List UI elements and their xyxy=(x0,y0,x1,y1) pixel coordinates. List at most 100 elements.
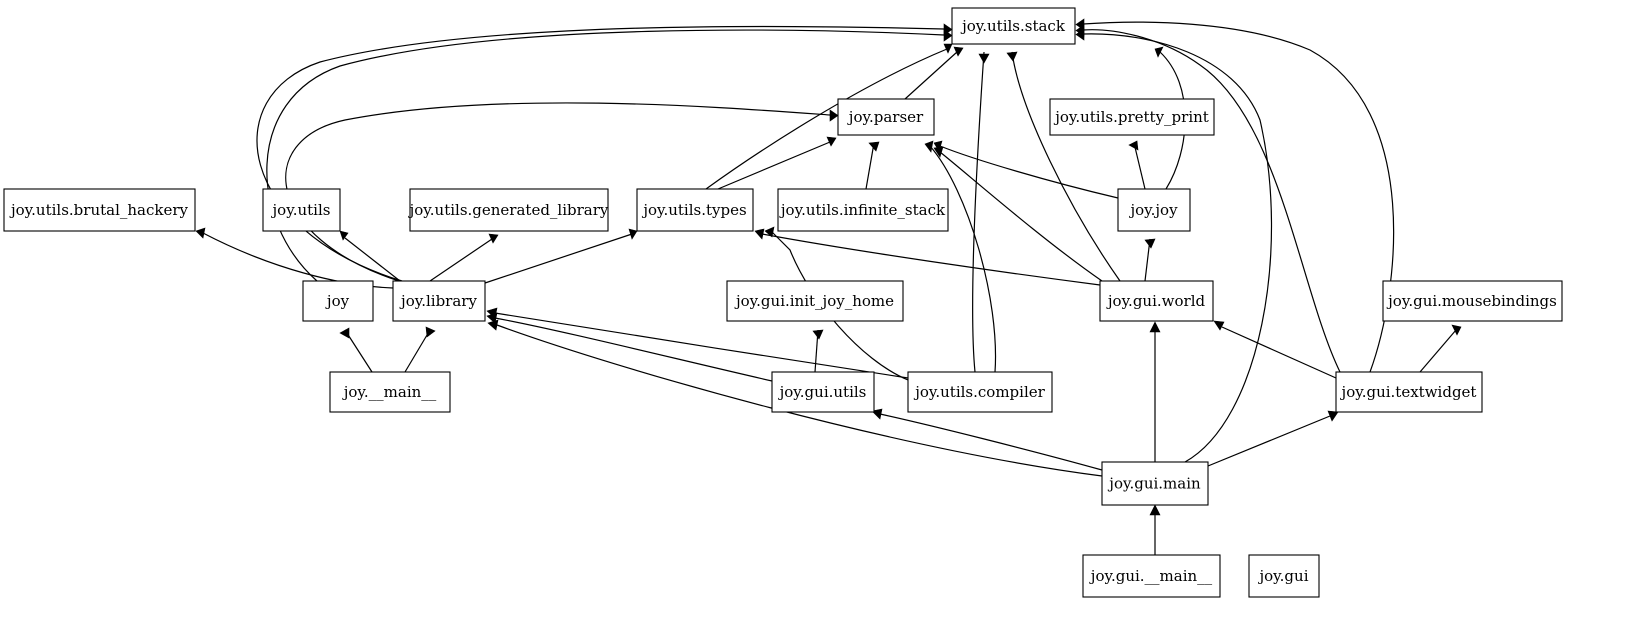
arrowhead-joy.library-to-joy.generated_library xyxy=(488,233,499,244)
arrowhead-joy.joy-to-joy.utils.stack xyxy=(1154,46,1164,58)
arrowhead-joy.gui.utils-to-joy.gui.init_joy_home xyxy=(812,329,824,340)
node-box[interactable] xyxy=(1117,188,1191,232)
edge-joy.__main__-to-joy xyxy=(344,329,373,373)
graph-node-joy.utils.pretty_print[interactable]: joy.utils.pretty_print xyxy=(1049,98,1215,136)
arrowhead-joy.utils.types-to-joy.parser xyxy=(826,136,837,147)
node-box[interactable] xyxy=(907,371,1053,413)
node-label: joy.gui.textwidget xyxy=(1340,383,1477,401)
node-box[interactable] xyxy=(951,7,1076,45)
node-box[interactable] xyxy=(392,280,486,322)
arrowhead-joy.parser-to-joy.utils.stack xyxy=(953,46,964,57)
graph-node-joy.gui.utils[interactable]: joy.gui.utils xyxy=(771,371,875,413)
node-box[interactable] xyxy=(1335,371,1483,413)
arrowhead-joy.gui.textwidget-to-joy.mousebindings xyxy=(1451,324,1462,336)
edge-joy.gui.main-to-joy.gui.textwidget xyxy=(1207,415,1331,467)
arrowhead-joy.utils.compiler-to-joy.utils.types xyxy=(764,226,775,238)
arrowhead-joy.gui.world-to-joy.utils.types xyxy=(754,228,765,240)
node-box[interactable] xyxy=(409,188,609,232)
graph-node-joy.utils.types[interactable]: joy.utils.types xyxy=(636,188,754,232)
node-label: joy.utils.infinite_stack xyxy=(779,201,946,219)
arrowhead-joy.library-to-joy.utils.types xyxy=(628,228,638,240)
graph-node-joy.utils.infinite_stack[interactable]: joy.utils.infinite_stack xyxy=(777,188,949,232)
node-box[interactable] xyxy=(1248,554,1320,598)
node-label: joy.gui.world xyxy=(1106,292,1206,310)
arrowhead-joy.library-to-joy.brutal_hackery xyxy=(195,227,206,239)
edge-joy.utils.compiler-to-joy.utils.stack xyxy=(972,51,985,373)
node-box[interactable] xyxy=(329,371,451,413)
arrowhead-joy.library-to-joy.parser xyxy=(829,109,839,122)
arrowhead-joy.gui.utils-to-joy.library xyxy=(486,312,498,324)
edge-joy.joy-to-joy.utils.pretty_print xyxy=(1133,142,1146,190)
edge-joy.library-to-joy.utils.generated_library xyxy=(429,238,493,282)
graph-node-joy.joy[interactable]: joy.joy xyxy=(1117,188,1191,232)
node-label: joy.gui.main xyxy=(1107,475,1201,493)
node-label: joy.__main__ xyxy=(342,383,437,401)
node-label: joy.gui.utils xyxy=(778,383,867,401)
node-box[interactable] xyxy=(1382,280,1563,322)
arrowhead-joy.utils.infinite_stack-to-joy.parser xyxy=(868,141,880,152)
arrowhead-joy.joy-to-joy.utils.pretty_print xyxy=(1128,140,1139,151)
node-label: joy.joy xyxy=(1128,201,1178,219)
node-label: joy.gui.__main__ xyxy=(1089,567,1213,585)
edge-joy.parser-to-joy.utils.stack xyxy=(904,51,958,100)
graph-node-joy.gui.mousebindings[interactable]: joy.gui.mousebindings xyxy=(1382,280,1563,322)
node-box[interactable] xyxy=(771,371,875,413)
edge-joy.gui.main-to-joy.gui.utils xyxy=(879,413,1103,471)
arrowhead-joy.gui.main-to-joy.utils.stack xyxy=(1075,28,1085,41)
edge-joy.__main__-to-joy.library xyxy=(404,329,431,373)
graph-node-joy.gui.world[interactable]: joy.gui.world xyxy=(1099,280,1214,322)
graph-node-joy.utils.generated_library[interactable]: joy.utils.generated_library xyxy=(408,188,609,232)
graph-node-joy.library[interactable]: joy.library xyxy=(392,280,486,322)
node-box[interactable] xyxy=(636,188,754,232)
edge-joy.joy-to-joy.parser xyxy=(939,145,1119,199)
graph-node-joy.gui.textwidget[interactable]: joy.gui.textwidget xyxy=(1335,371,1483,413)
node-box[interactable] xyxy=(3,188,196,232)
arrowhead-joy.gui.main-to-joy.gui.textwidget xyxy=(1327,410,1339,422)
arrowhead-joy.joy-to-joy.parser xyxy=(933,140,943,152)
graph-node-joy.__main__[interactable]: joy.__main__ xyxy=(329,371,451,413)
graph-node-joy.utils[interactable]: joy.utils xyxy=(262,188,341,232)
node-label: joy.utils xyxy=(271,201,331,219)
node-layer: joy.utils.stack joy.parser joy.utils.prett… xyxy=(3,7,1563,598)
edge-joy.gui.utils-to-joy.library xyxy=(494,317,773,382)
node-box[interactable] xyxy=(726,280,904,322)
arrowhead-joy.gui.textwidget-to-joy.gui.world xyxy=(1213,320,1225,331)
graph-node-joy[interactable]: joy xyxy=(302,280,374,322)
edge-joy.gui.textwidget-to-joy.parser xyxy=(1082,29,1341,373)
edge-joy.utils.compiler-to-joy.library xyxy=(494,312,909,379)
node-box[interactable] xyxy=(777,188,949,232)
node-label: joy.parser xyxy=(847,108,924,126)
graph-node-joy.utils.brutal_hackery[interactable]: joy.utils.brutal_hackery xyxy=(3,188,196,232)
edge-joy.gui.textwidget-to-joy.gui.world xyxy=(1221,326,1337,379)
arrowhead-joy.gui.main-to-joy.library xyxy=(487,319,499,331)
edge-joy.library-to-joy.utils.stack xyxy=(256,25,945,282)
edge-joy.library-to-joy.utils.types xyxy=(484,233,633,284)
graph-node-joy.gui.main[interactable]: joy.gui.main xyxy=(1101,461,1209,506)
graph-node-joy.gui.init_joy_home[interactable]: joy.gui.init_joy_home xyxy=(726,280,904,322)
graph-node-joy.gui.__main__[interactable]: joy.gui.__main__ xyxy=(1082,554,1221,598)
node-box[interactable] xyxy=(1101,461,1209,506)
node-label: joy.library xyxy=(399,292,477,310)
edge-joy.utils.types-to-joy.utils.stack xyxy=(705,48,948,190)
graph-node-joy.parser[interactable]: joy.parser xyxy=(837,98,935,136)
graph-node-joy.gui[interactable]: joy.gui xyxy=(1248,554,1320,598)
edge-joy.utils.types-to-joy.parser xyxy=(717,141,831,190)
node-box[interactable] xyxy=(262,188,341,232)
arrowhead-joy.__main__-to-joy.library xyxy=(425,326,436,338)
node-label: joy.utils.brutal_hackery xyxy=(9,201,189,219)
node-label: joy xyxy=(325,292,350,310)
node-box[interactable] xyxy=(1099,280,1214,322)
graph-node-joy.utils.compiler[interactable]: joy.utils.compiler xyxy=(907,371,1053,413)
node-box[interactable] xyxy=(1082,554,1221,598)
arrowhead-joy.__main__-to-joy xyxy=(339,327,350,339)
node-label: joy.gui.init_joy_home xyxy=(734,292,894,310)
node-box[interactable] xyxy=(837,98,935,136)
arrowhead-joy.gui.world-to-joy.utils.stack xyxy=(1006,51,1018,62)
edge-joy.gui.world-to-joy.parser xyxy=(939,151,1103,282)
node-box[interactable] xyxy=(1049,98,1215,136)
edge-joy.gui.world-to-joy.utils.stack xyxy=(1011,51,1121,282)
node-label: joy.utils.compiler xyxy=(913,383,1045,401)
graph-node-joy.utils.stack[interactable]: joy.utils.stack xyxy=(951,7,1076,45)
node-box[interactable] xyxy=(302,280,374,322)
